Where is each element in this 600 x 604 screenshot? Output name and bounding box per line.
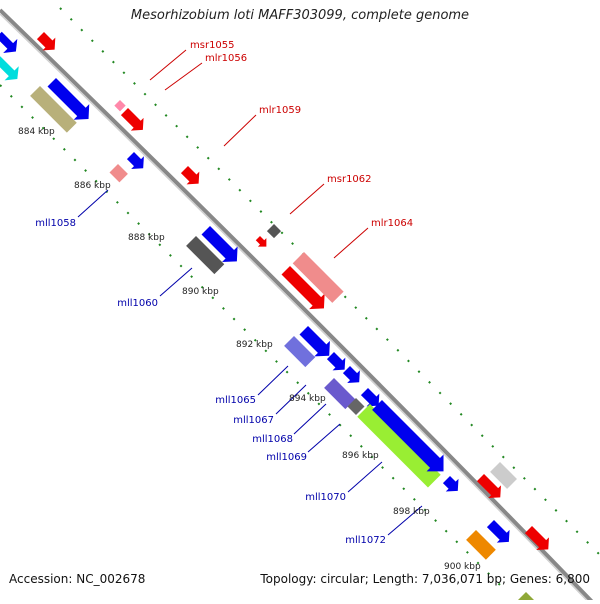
gene-label-forward[interactable]: mlr1059 <box>259 105 301 116</box>
leader-line <box>149 49 187 81</box>
gene-arrow-violet <box>324 378 356 410</box>
scale-label: 886 kbp <box>74 181 111 191</box>
gene-arrow-blue <box>442 476 459 492</box>
accession-text: Accession: NC_002678 <box>9 572 146 586</box>
gene-arrow-blue <box>372 400 444 472</box>
gene-label-reverse[interactable]: mll1065 <box>215 395 256 406</box>
gene-arrow-red-small <box>255 236 267 247</box>
genome-backbone <box>0 8 597 604</box>
gene-label-reverse[interactable]: mll1068 <box>252 434 293 445</box>
gene-arrow-red <box>281 266 325 310</box>
scale-label: 894 kbp <box>289 394 326 404</box>
scale-label: 888 kbp <box>128 233 165 243</box>
gene-arrow-cyan <box>0 56 19 81</box>
scale-label: 892 kbp <box>236 340 273 350</box>
gene-arrow-olive <box>30 86 77 133</box>
gene-arrow-silver <box>490 462 517 489</box>
scale-label: 884 kbp <box>18 127 55 137</box>
gene-arrow-pink <box>109 164 128 183</box>
gene-arrow-blue <box>0 31 18 53</box>
gene-arrow-red <box>180 166 200 185</box>
gene-label-reverse[interactable]: mll1069 <box>266 452 307 463</box>
gene-label-reverse[interactable]: mll1067 <box>233 415 274 426</box>
scale-label: 890 kbp <box>182 287 219 297</box>
gene-label-forward[interactable]: mlr1064 <box>371 218 413 229</box>
gene-arrow-blue <box>342 366 360 383</box>
gene-arrow-blue <box>360 388 380 407</box>
gene-arrow-salmon <box>292 252 344 303</box>
leader-line <box>257 365 289 396</box>
scale-label: 898 kbp <box>393 507 430 517</box>
gene-arrow-red <box>36 32 56 51</box>
gene-arrow-blue <box>201 226 238 263</box>
leader-line <box>293 403 327 435</box>
gene-label-reverse[interactable]: mll1072 <box>345 535 386 546</box>
leader-line <box>223 114 257 147</box>
leader-line <box>333 227 369 259</box>
gene-label-reverse[interactable]: mll1070 <box>305 492 346 503</box>
gene-arrow-red <box>524 526 549 551</box>
scale-labels: 884 kbp 886 kbp 888 kbp 890 kbp 892 kbp … <box>18 127 481 572</box>
forward-label-leaders <box>149 49 369 259</box>
gene-arrow-red <box>120 108 144 131</box>
reverse-gene-labels: mll1058 mll1060 mll1065 mll1067 mll1068 … <box>35 218 386 546</box>
gene-label-reverse[interactable]: mll1058 <box>35 218 76 229</box>
gene-arrow-blue <box>126 152 144 169</box>
forward-strand-genes <box>36 32 549 551</box>
gene-arrow-grey <box>186 236 225 275</box>
map-title: Mesorhizobium loti MAFF303099, complete … <box>130 8 470 23</box>
genome-backbone-edge <box>0 13 592 604</box>
gene-arrow-violet <box>284 336 316 368</box>
leader-line <box>77 189 109 218</box>
forward-gene-labels: msr1055 mlr1056 mlr1059 msr1062 mlr1064 <box>190 40 413 229</box>
gene-arrow-blue <box>486 520 510 543</box>
leader-line <box>387 505 423 536</box>
gene-arrow-orange <box>466 530 496 560</box>
scale-label: 896 kbp <box>342 451 379 461</box>
leader-line <box>164 62 203 91</box>
reverse-label-leaders <box>77 189 423 536</box>
leader-line <box>347 461 383 493</box>
gene-arrow-lime <box>357 404 441 488</box>
scale-label: 900 kbp <box>444 562 481 572</box>
gene-arrow-blue <box>47 78 90 120</box>
reverse-strand-genes <box>0 31 543 604</box>
gene-arrow-olive <box>517 592 543 604</box>
topology-text: Topology: circular; Length: 7,036,071 bp… <box>260 572 590 586</box>
leader-line <box>159 267 193 297</box>
gene-arrow-blue <box>299 326 330 357</box>
leader-line <box>307 423 341 453</box>
gene-arrow-grey-small <box>266 224 282 239</box>
gene-label-forward[interactable]: msr1055 <box>190 40 235 51</box>
gene-label-forward[interactable]: mlr1056 <box>205 53 247 64</box>
gene-arrow-pink-small <box>114 100 126 112</box>
gene-arrow-red <box>476 474 501 499</box>
leader-line <box>275 384 307 415</box>
gene-label-reverse[interactable]: mll1060 <box>117 298 158 309</box>
leader-line <box>289 183 325 215</box>
gene-arrow-blue <box>326 352 346 371</box>
gene-label-forward[interactable]: msr1062 <box>327 174 372 185</box>
